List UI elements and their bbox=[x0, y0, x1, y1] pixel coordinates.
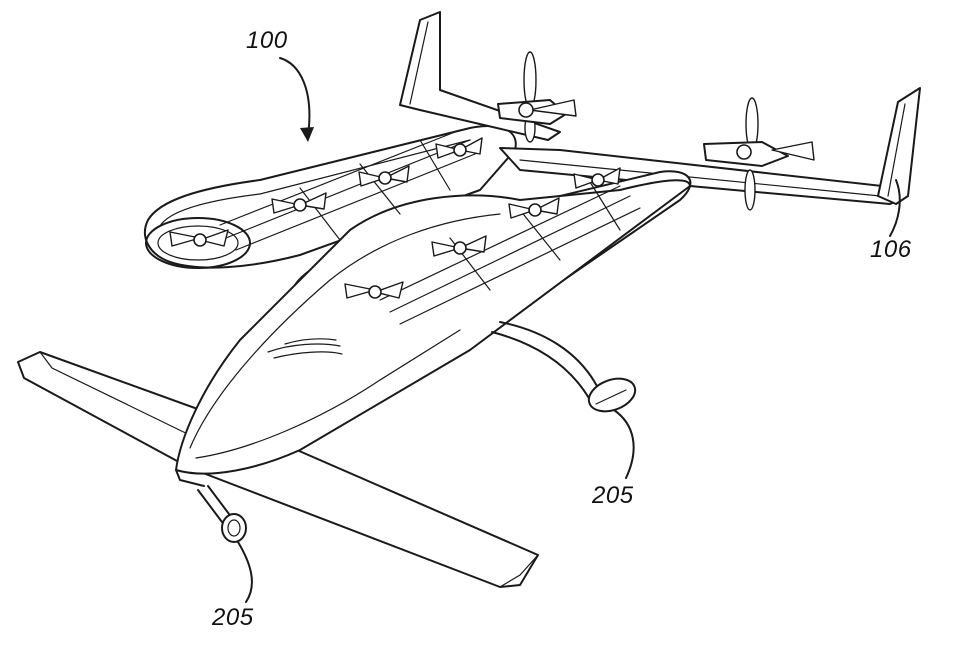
reference-numeral-205-front: 205 bbox=[212, 604, 254, 631]
leader-lines bbox=[237, 57, 901, 603]
pusher-propellers bbox=[497, 51, 815, 211]
front-landing-gear bbox=[197, 485, 247, 543]
front-wing bbox=[17, 351, 539, 588]
rotor-frames bbox=[219, 129, 641, 325]
fuselage bbox=[175, 179, 691, 487]
reference-numeral-106: 106 bbox=[870, 236, 912, 263]
lift-rotors bbox=[169, 137, 621, 299]
rear-landing-gear bbox=[491, 321, 637, 413]
reference-numeral-100: 100 bbox=[246, 27, 288, 54]
right-tail-fin bbox=[877, 87, 921, 205]
reference-numeral-205-rear: 205 bbox=[592, 482, 634, 509]
